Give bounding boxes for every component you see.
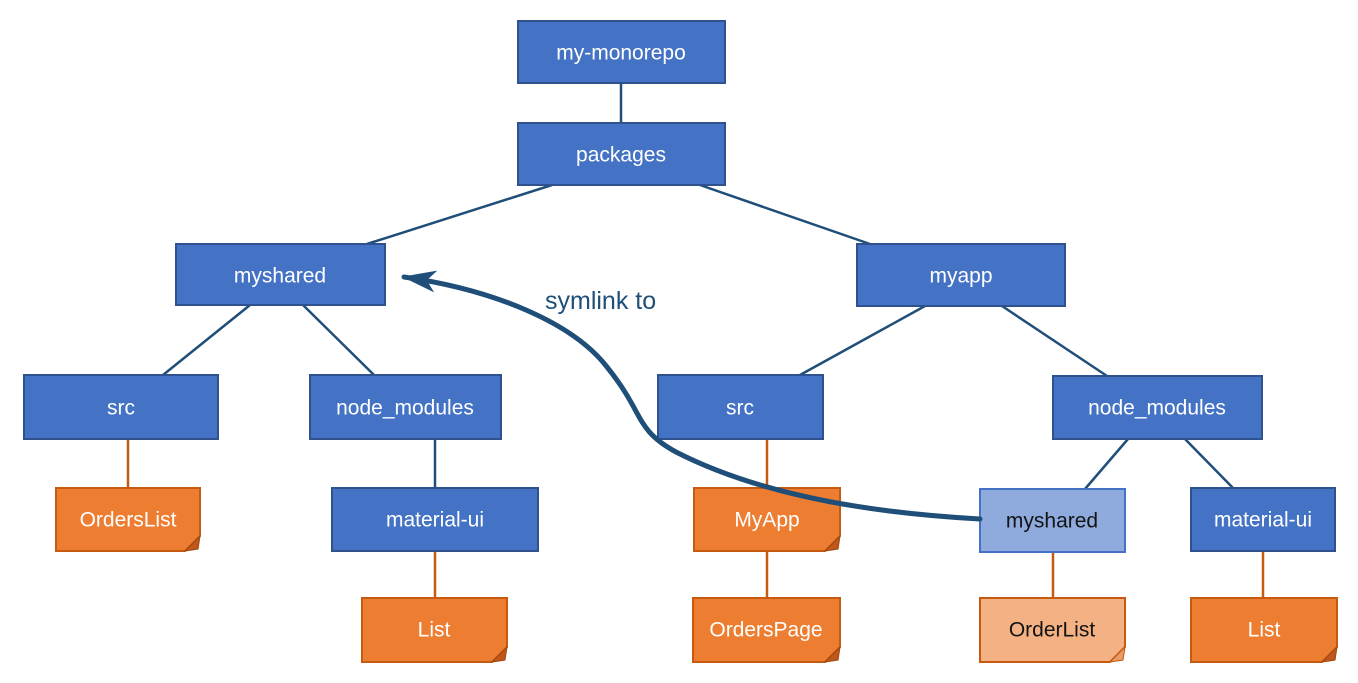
folder-box <box>1052 375 1263 440</box>
folder-box <box>517 20 726 84</box>
node-src-right: src <box>657 374 824 440</box>
folder-box <box>175 243 386 306</box>
node-myapp-component: MyApp <box>693 487 841 552</box>
node-label: src <box>107 397 135 420</box>
node-label: my-monorepo <box>556 42 686 65</box>
symlink-arrow <box>401 270 983 522</box>
node-node-modules-left: node_modules <box>309 374 502 440</box>
node-label: OrderList <box>1009 619 1096 642</box>
node-label: material-ui <box>1214 509 1312 532</box>
folder-box <box>1190 487 1336 552</box>
folder-box <box>331 487 539 552</box>
node-my-monorepo: my-monorepo <box>517 20 726 84</box>
node-label: OrdersPage <box>709 619 822 642</box>
node-label: material-ui <box>386 509 484 532</box>
edge-nodemodules-materialui-right <box>1184 438 1234 489</box>
node-node-modules-right: node_modules <box>1052 375 1263 440</box>
node-label: List <box>1248 619 1281 642</box>
edges-layer <box>126 83 1265 598</box>
node-material-ui-right: material-ui <box>1190 487 1336 552</box>
node-label: node_modules <box>1088 397 1226 420</box>
node-myshared-left: myshared <box>175 243 386 306</box>
edge-myshared-src <box>162 304 251 376</box>
folded-corner <box>1320 645 1338 663</box>
symlink-label: symlink to <box>545 287 656 315</box>
node-label: myshared <box>1006 510 1098 533</box>
node-label: MyApp <box>734 509 799 532</box>
node-label: myshared <box>234 265 326 288</box>
edge-myapp-nodemodules <box>1001 304 1108 378</box>
node-myshared-symlink: myshared <box>979 488 1126 553</box>
edge-packages-myapp <box>699 183 871 246</box>
node-label: OrdersList <box>80 509 177 532</box>
node-packages: packages <box>517 122 726 186</box>
folded-corner <box>1108 645 1126 663</box>
node-list-left: List <box>361 597 508 663</box>
node-label: packages <box>576 144 666 167</box>
folder-box <box>657 374 824 440</box>
node-material-ui-left: material-ui <box>331 487 539 552</box>
folder-box-symlink <box>979 488 1126 553</box>
node-label: List <box>418 619 451 642</box>
folded-corner <box>183 534 201 552</box>
node-list-right: List <box>1190 597 1338 663</box>
node-myapp: myapp <box>856 243 1066 307</box>
edge-myapp-src <box>799 304 926 377</box>
node-src-left: src <box>23 374 219 440</box>
folded-corner <box>823 645 841 663</box>
edge-packages-myshared <box>366 183 553 246</box>
folder-box <box>23 374 219 440</box>
node-orderslist: OrdersList <box>55 487 201 552</box>
folded-corner <box>823 534 841 552</box>
folder-box <box>517 122 726 186</box>
edge-nodemodules-myshared-right <box>1084 438 1129 490</box>
node-label: node_modules <box>336 397 474 420</box>
node-label: src <box>726 397 754 420</box>
node-label: myapp <box>929 265 992 288</box>
folded-corner <box>490 645 508 663</box>
folder-box <box>309 374 502 440</box>
node-orderlist-symlink: OrderList <box>979 597 1126 663</box>
edge-myshared-nodemodules <box>302 304 375 376</box>
folder-box <box>856 243 1066 307</box>
node-orderspage: OrdersPage <box>692 597 841 663</box>
